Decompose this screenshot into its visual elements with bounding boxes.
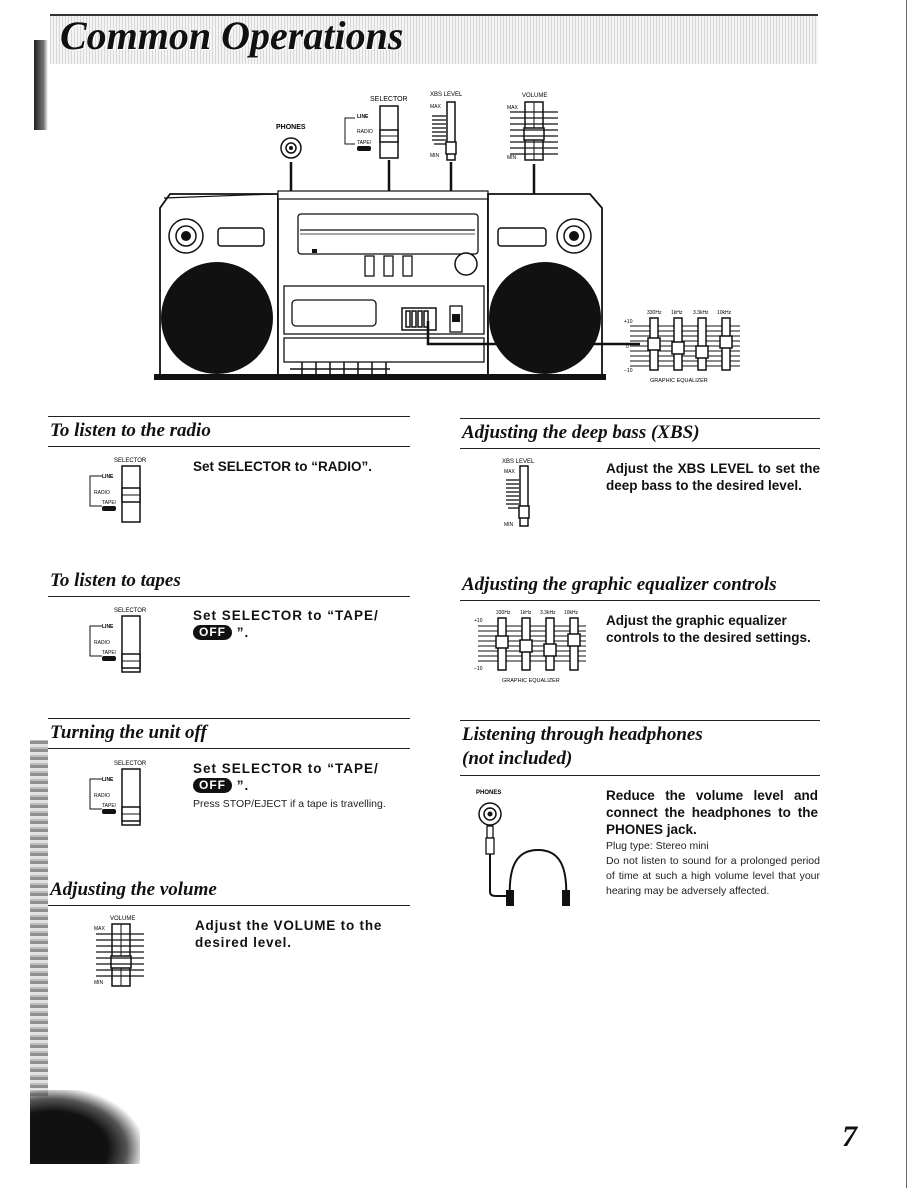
section-title-off: Turning the unit off — [50, 722, 207, 743]
section-rule — [48, 446, 410, 447]
instruction-radio: Set SELECTOR to “RADIO”. — [193, 459, 373, 474]
svg-text:RADIO: RADIO — [94, 793, 110, 799]
svg-text:TAPE/: TAPE/ — [102, 803, 117, 809]
section-rule — [460, 600, 820, 601]
selector-tape-icon: SELECTOR LINE RADIO TAPE/ — [89, 608, 147, 673]
right-woofer — [489, 262, 601, 374]
svg-text:LINE: LINE — [357, 114, 369, 120]
margin-mark — [34, 40, 48, 130]
svg-text:SELECTOR: SELECTOR — [114, 608, 147, 614]
selector-label: SELECTOR — [370, 96, 408, 103]
main-eq-callout: 330Hz 1kHz 3.3kHz 10kHz +10 0 −10 GRAPHI… — [624, 310, 740, 384]
note-plug-type: Plug type: Stereo mini — [606, 840, 709, 852]
section-title-xbs: Adjusting the deep bass (XBS) — [462, 422, 700, 443]
section-rule — [48, 596, 410, 597]
section-title-headphones: Listening through headphones (not includ… — [462, 724, 703, 769]
svg-text:3.3kHz: 3.3kHz — [693, 310, 709, 316]
svg-text:1kHz: 1kHz — [520, 610, 532, 616]
selector-off-icon: SELECTOR LINE RADIO TAPE/ — [89, 761, 147, 826]
svg-text:10kHz: 10kHz — [564, 610, 579, 616]
svg-text:MIN: MIN — [507, 155, 517, 161]
svg-text:MIN: MIN — [504, 522, 514, 528]
section-title-eq: Adjusting the graphic equalizer controls — [462, 574, 777, 595]
section-rule — [460, 775, 820, 776]
xbs-slider — [446, 101, 456, 161]
svg-text:330Hz: 330Hz — [496, 610, 511, 616]
corner-shadow — [30, 1090, 140, 1164]
svg-text:MAX: MAX — [430, 104, 442, 110]
svg-text:GRAPHIC EQUALIZER: GRAPHIC EQUALIZER — [650, 378, 708, 384]
stereo-unit-diagram: PHONES SELECTOR LINE RADIO TAPE/ XBS LEV… — [154, 92, 740, 384]
section-rule — [460, 418, 820, 419]
instruction-xbs: Adjust the XBS LEVEL to set the deep bas… — [606, 461, 820, 493]
instruction-tapes: Set SELECTOR to “TAPE/ OFF ”. — [193, 608, 379, 640]
svg-text:GRAPHIC EQUALIZER: GRAPHIC EQUALIZER — [502, 678, 560, 684]
svg-text:+10: +10 — [624, 319, 633, 325]
svg-text:TAPE/: TAPE/ — [102, 500, 117, 506]
svg-text:MIN: MIN — [94, 980, 104, 986]
svg-text:RADIO: RADIO — [357, 129, 373, 135]
section-rule — [48, 416, 410, 417]
svg-text:3.3kHz: 3.3kHz — [540, 610, 556, 616]
instruction-headphones: Reduce the volume level and connect the … — [606, 788, 818, 837]
svg-text:LINE: LINE — [102, 474, 114, 480]
svg-text:RADIO: RADIO — [94, 640, 110, 646]
svg-text:TAPE/: TAPE/ — [102, 650, 117, 656]
section-title-tapes: To listen to tapes — [50, 570, 181, 591]
section-rule — [460, 448, 820, 449]
section-rule — [48, 718, 410, 719]
eq-sliders-icon: 330Hz 1kHz 3.3kHz 10kHz +10 −10 GRAPHIC … — [474, 610, 586, 684]
svg-text:−10: −10 — [474, 666, 483, 672]
instruction-volume: Adjust the VOLUME to the desired level. — [195, 918, 383, 950]
svg-text:MAX: MAX — [504, 469, 516, 475]
phones-label: PHONES — [276, 124, 306, 131]
svg-text:MAX: MAX — [94, 926, 106, 932]
svg-text:1kHz: 1kHz — [671, 310, 683, 316]
svg-text:10kHz: 10kHz — [717, 310, 732, 316]
svg-text:MAX: MAX — [507, 105, 519, 111]
headphones-icon: PHONES — [476, 790, 570, 906]
section-title-radio: To listen to the radio — [50, 420, 211, 441]
svg-text:RADIO: RADIO — [94, 490, 110, 496]
svg-text:−10: −10 — [624, 368, 633, 374]
volume-slider-icon: VOLUME MAX MIN — [94, 916, 144, 987]
section-rule — [48, 748, 410, 749]
phones-jack-icon — [280, 137, 302, 159]
svg-text:LINE: LINE — [102, 624, 114, 630]
svg-text:PHONES: PHONES — [476, 790, 501, 796]
page-title: Common Operations — [60, 13, 404, 58]
page-number: 7 — [842, 1120, 857, 1153]
svg-text:TAPE/: TAPE/ — [357, 140, 372, 146]
svg-text:+10: +10 — [474, 618, 483, 624]
section-title-volume: Adjusting the volume — [50, 879, 217, 900]
page-edge-rule — [906, 0, 907, 1188]
instruction-eq: Adjust the graphic equalizer controls to… — [606, 613, 811, 645]
margin-strip — [30, 740, 48, 1120]
svg-text:SELECTOR: SELECTOR — [114, 458, 147, 464]
instruction-off: Set SELECTOR to “TAPE/ OFF ”. — [193, 761, 379, 793]
title-band — [50, 14, 818, 64]
svg-text:MIN: MIN — [430, 153, 440, 159]
left-woofer — [161, 262, 273, 374]
xbs-label: XBS LEVEL — [430, 92, 463, 98]
svg-text:0: 0 — [626, 344, 629, 350]
off-badge: OFF — [193, 625, 232, 640]
section-rule — [460, 720, 820, 721]
xbs-slider-icon: XBS LEVEL MAX MIN — [502, 459, 535, 528]
svg-text:SELECTOR: SELECTOR — [114, 761, 147, 767]
svg-text:VOLUME: VOLUME — [110, 916, 135, 922]
section-rule — [48, 905, 410, 906]
off-badge: OFF — [193, 778, 232, 793]
svg-text:330Hz: 330Hz — [647, 310, 662, 316]
note-hearing-warning: Do not listen to sound for a prolonged p… — [606, 855, 820, 897]
volume-label: VOLUME — [522, 93, 547, 99]
note-off: Press STOP/EJECT if a tape is travelling… — [193, 798, 386, 810]
svg-text:LINE: LINE — [102, 777, 114, 783]
selector-radio-icon: SELECTOR LINE RADIO TAPE/ — [89, 458, 147, 523]
svg-text:XBS LEVEL: XBS LEVEL — [502, 459, 535, 465]
